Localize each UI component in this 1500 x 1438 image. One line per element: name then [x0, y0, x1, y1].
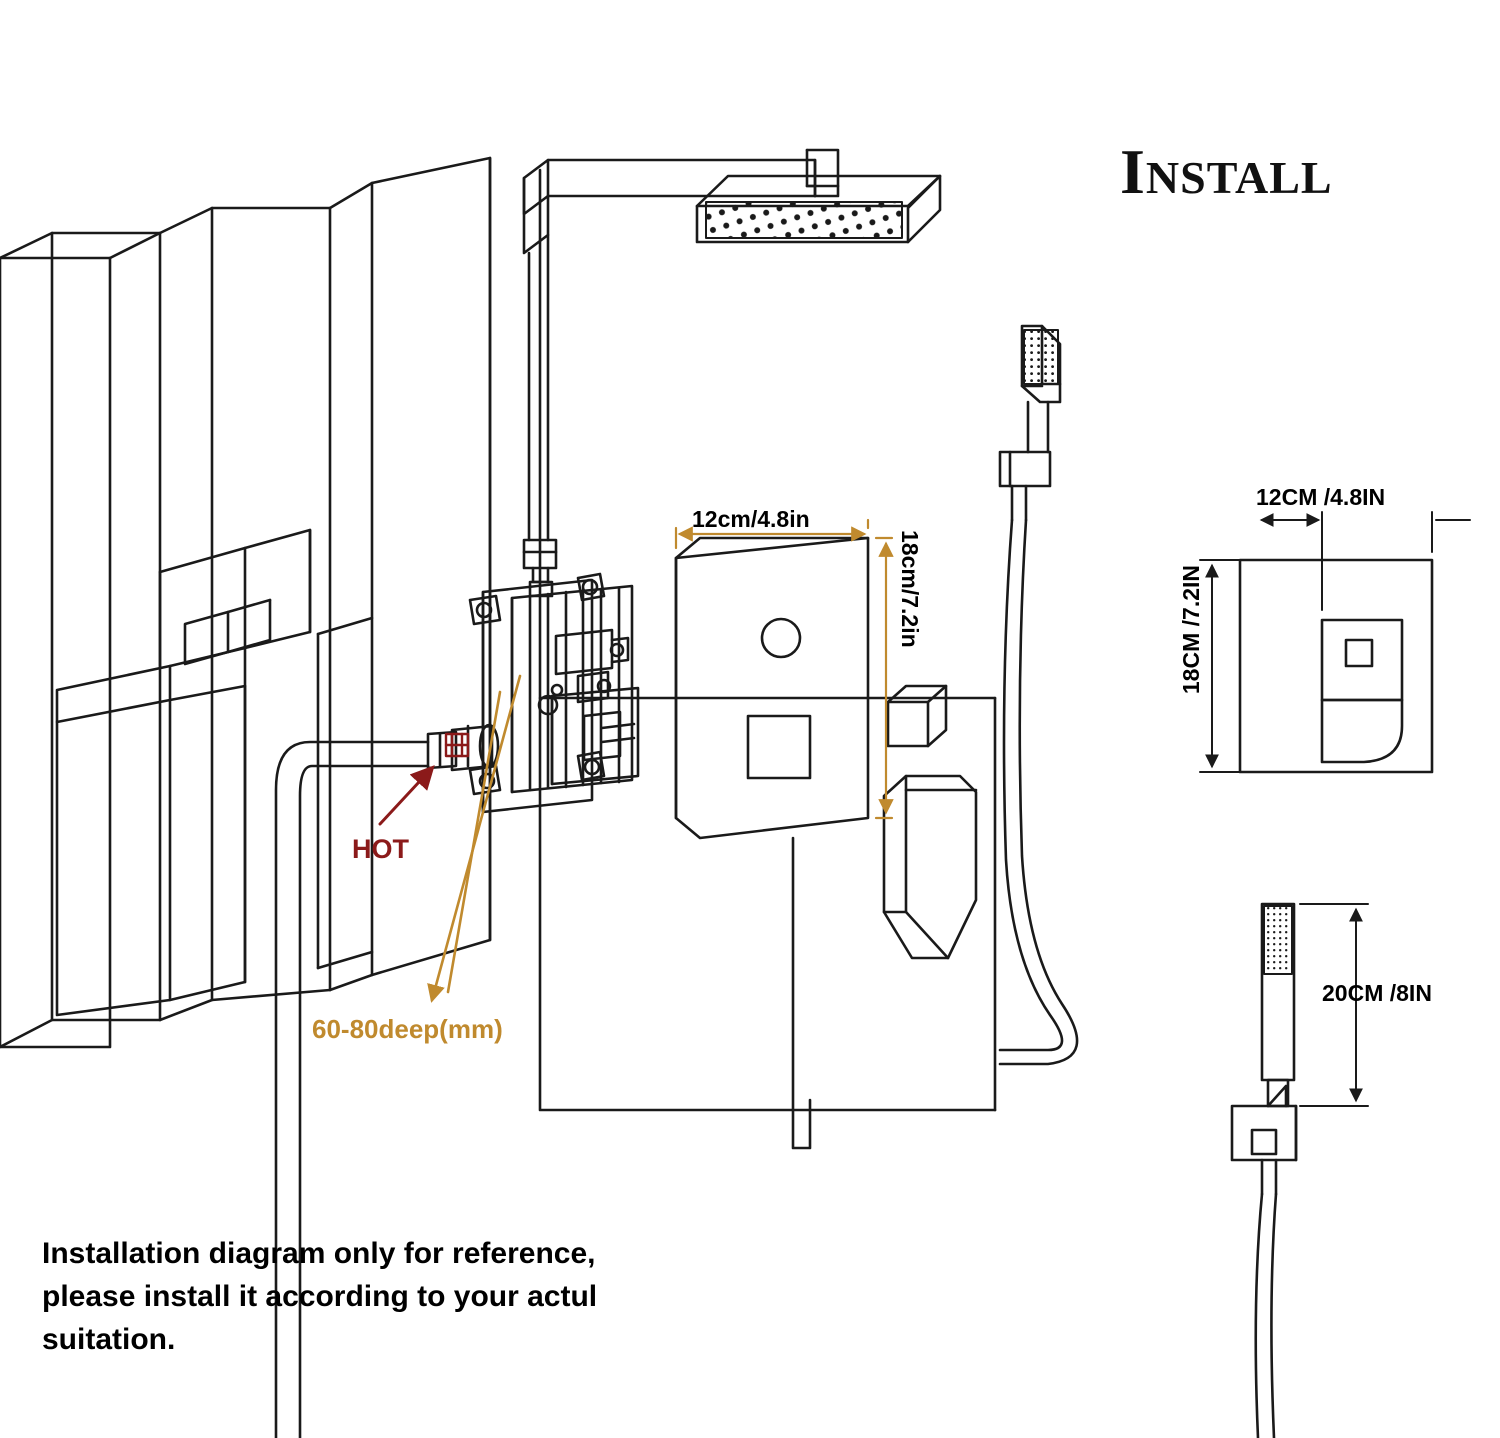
wall-panel-outline [538, 168, 997, 1150]
concealed-mixing-valve-icon [426, 572, 640, 814]
panel-dimension-lines [674, 518, 894, 820]
valve-width-label: 12CM /4.8IN [1256, 484, 1386, 510]
depth-label: 60-80deep(mm) [312, 1014, 503, 1044]
hot-inlet-arrow-icon [378, 732, 470, 826]
square-trim-plate-icon [674, 536, 870, 840]
valve-height-label: 18CM /7.2IN [1178, 565, 1204, 695]
wand-dimension-lines [1299, 903, 1369, 1107]
flexible-shower-hose-icon [998, 518, 1079, 1066]
wall-stud-section-icon [0, 156, 492, 1049]
hot-label: HOT [352, 834, 409, 864]
valve-trim-elevation-icon [1238, 558, 1434, 774]
page-title-rest: NSTALL [1145, 152, 1333, 203]
hand-shower-elevation-icon [1230, 902, 1298, 1438]
trim-handle-blocks [882, 684, 978, 960]
footer-note: Installation diagram only for reference,… [42, 1237, 598, 1356]
panel-height-label: 18cm/7.2in [897, 530, 923, 648]
depth-callout-arrow-icon [427, 674, 522, 1003]
valve-dimension-lines [1199, 511, 1471, 773]
page-title: INSTALL [1120, 140, 1333, 210]
riser-pipe [522, 233, 558, 598]
hot-supply-pipe [274, 740, 430, 1438]
page-title-initial: I [1120, 136, 1146, 207]
wand-length-label: 20CM /8IN [1322, 980, 1432, 1006]
panel-width-label: 12cm/4.8in [692, 506, 810, 532]
